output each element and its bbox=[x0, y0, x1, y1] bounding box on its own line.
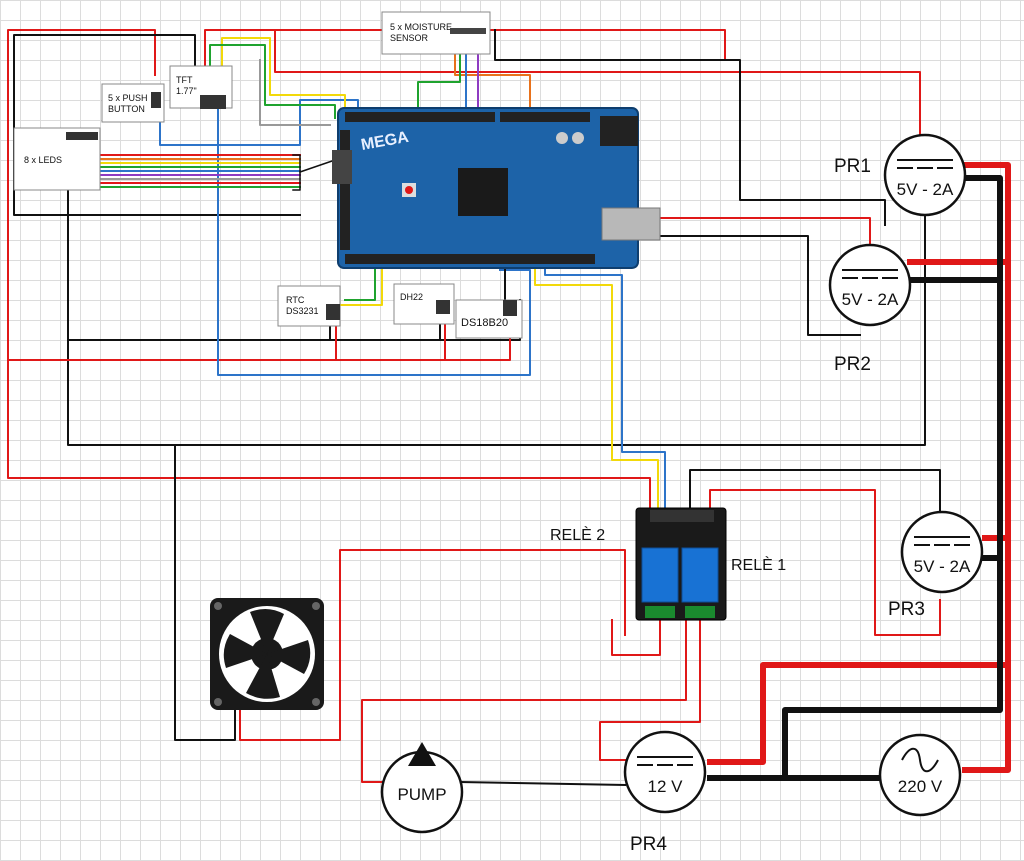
pump-label: PUMP bbox=[397, 785, 446, 804]
led-connector bbox=[332, 150, 352, 184]
wire-led-6 bbox=[84, 137, 301, 176]
rtc-label-2: DS3231 bbox=[286, 306, 319, 316]
triangle-up-icon bbox=[408, 742, 436, 766]
wire-rtc-yellow bbox=[339, 261, 383, 306]
push-button-box: 5 x PUSH BUTTON bbox=[101, 83, 165, 123]
relay-1-label: RELÈ 1 bbox=[731, 555, 786, 574]
supply-pr1: 5V - 2A PR1 bbox=[834, 133, 967, 217]
wires bbox=[7, 29, 1011, 787]
wire-yellow-top bbox=[221, 37, 346, 119]
wire-usb-red bbox=[659, 217, 871, 246]
dh22-box: DH22 bbox=[393, 283, 455, 325]
pr1-rating: 5V - 2A bbox=[897, 180, 954, 199]
pr4-rating: 12 V bbox=[648, 777, 684, 796]
moisture-label-1: 5 x MOISTURE bbox=[390, 22, 452, 32]
wire-relay-red-pr3 bbox=[709, 489, 941, 636]
pump: PUMP bbox=[380, 742, 464, 834]
wire-mains-red-220 bbox=[962, 662, 1011, 773]
sine-wave-icon bbox=[901, 747, 939, 773]
board-header-top-right bbox=[500, 112, 590, 122]
pr4-name: PR4 bbox=[630, 834, 667, 855]
supply-mains: 220 V bbox=[878, 733, 962, 817]
wire-mains-black-pr1 bbox=[707, 175, 1003, 781]
wire-blue-push bbox=[159, 99, 359, 146]
dc-symbol-icon bbox=[842, 269, 898, 279]
pr3-rating: 5V - 2A bbox=[914, 557, 971, 576]
ds18b20-box: DS18B20 bbox=[455, 299, 523, 339]
relay-2-terminal bbox=[645, 606, 675, 618]
relay-1-terminal bbox=[685, 606, 715, 618]
board-header-top bbox=[345, 112, 495, 122]
ds18b20-label: DS18B20 bbox=[461, 317, 508, 329]
relay-2-coil bbox=[641, 547, 679, 603]
mcu-chip bbox=[458, 168, 508, 216]
dc-symbol-icon bbox=[637, 756, 693, 766]
rtc-label-1: RTC bbox=[286, 295, 305, 305]
wire-usb-black bbox=[659, 235, 861, 336]
wire-green-top bbox=[209, 44, 336, 119]
rtc-box: RTC DS3231 bbox=[277, 285, 341, 327]
supply-pr4: 12 V PR4 bbox=[623, 730, 707, 855]
leds-label: 8 x LEDS bbox=[24, 155, 62, 165]
wire-mains-red-pr1 bbox=[707, 162, 1011, 765]
pr3-name: PR3 bbox=[888, 599, 925, 620]
usb-port bbox=[601, 207, 661, 241]
dc-jack bbox=[600, 116, 638, 146]
arduino-mega-board: MEGA bbox=[332, 107, 661, 269]
mains-rating: 220 V bbox=[898, 777, 943, 796]
wire-relay-red-fan bbox=[239, 549, 626, 741]
dc-symbol-icon bbox=[914, 536, 970, 546]
tft-label-2: 1.77" bbox=[176, 86, 197, 96]
wire-black-main bbox=[67, 144, 926, 446]
wire-black-left-loop bbox=[13, 34, 301, 216]
wire-relay-red-out bbox=[611, 619, 661, 656]
push-label-2: BUTTON bbox=[108, 104, 145, 114]
tft-label-1: TFT bbox=[176, 75, 193, 85]
wire-relay-black-top bbox=[689, 469, 941, 511]
push-label-1: 5 x PUSH bbox=[108, 93, 148, 103]
pr1-name: PR1 bbox=[834, 156, 871, 177]
wire-black-top-right bbox=[494, 29, 886, 226]
fan-icon bbox=[210, 598, 324, 710]
wire-pump-12v bbox=[458, 780, 627, 787]
wire-yellow-relay bbox=[534, 261, 659, 511]
wire-red-left-loop bbox=[7, 29, 651, 511]
capacitor-2 bbox=[572, 132, 584, 144]
supply-pr2: 5V - 2A PR2 bbox=[828, 243, 912, 375]
board-header-left bbox=[340, 130, 350, 250]
relay-2-label: RELÈ 2 bbox=[550, 525, 605, 544]
board-header-bottom bbox=[345, 254, 595, 264]
moisture-label-2: SENSOR bbox=[390, 33, 429, 43]
capacitor-1 bbox=[556, 132, 568, 144]
pr2-name: PR2 bbox=[834, 354, 871, 375]
wire-blue-bottom bbox=[217, 99, 531, 376]
wire-rtc-green bbox=[344, 261, 376, 301]
wire-relay-red-12v bbox=[599, 619, 701, 761]
wire-gray-top bbox=[259, 59, 331, 126]
dc-symbol-icon bbox=[897, 159, 953, 169]
pr2-rating: 5V - 2A bbox=[842, 290, 899, 309]
moisture-sensor-box: 5 x MOISTURE SENSOR bbox=[381, 11, 491, 55]
wire-relay-red-pump bbox=[361, 619, 687, 783]
relay-module: RELÈ 2 RELÈ 1 bbox=[550, 507, 786, 621]
wire-red-top2 bbox=[274, 29, 726, 61]
wire-led-to-board bbox=[299, 159, 336, 173]
dh22-label: DH22 bbox=[400, 292, 423, 302]
relay-1-coil bbox=[681, 547, 719, 603]
leds-box: 8 x LEDS bbox=[13, 127, 101, 191]
wire-red-top bbox=[204, 29, 921, 141]
wire-black-fan bbox=[174, 444, 236, 741]
wire-led-bracket bbox=[292, 154, 301, 191]
tft-box: TFT 1.77" bbox=[169, 65, 233, 109]
supply-pr3: 5V - 2A PR3 bbox=[888, 510, 984, 620]
wire-blue-relay bbox=[544, 261, 666, 511]
wire-led-1 bbox=[69, 137, 301, 156]
